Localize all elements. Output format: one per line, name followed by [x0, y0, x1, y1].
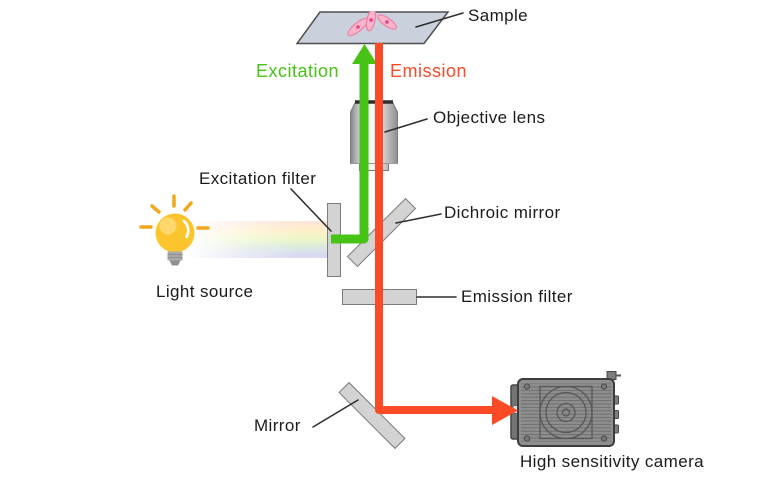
excitation-filter-label: Excitation filter — [199, 169, 317, 188]
camera-screws — [523, 383, 608, 442]
camera-icon — [510, 371, 621, 447]
callout-lines — [290, 12, 464, 428]
sample-slide — [296, 11, 450, 45]
objective-callout-line — [384, 118, 428, 133]
bulb-base — [167, 251, 183, 261]
bulb-highlight — [159, 217, 177, 235]
bulb-shine — [182, 219, 190, 239]
camera-fan — [539, 385, 593, 440]
light-bulb-icon — [139, 194, 210, 266]
excitation-filter-callout-line — [290, 188, 332, 232]
bulb-tip — [169, 260, 181, 266]
sample-callout-line — [415, 12, 464, 28]
excitation-beam-path — [331, 63, 369, 244]
sample-label: Sample — [468, 6, 529, 25]
light-source-label: Light source — [156, 282, 254, 301]
dichroic-mirror-label: Dichroic mirror — [444, 203, 561, 222]
objective-lens-label: Objective lens — [433, 108, 546, 127]
camera-label: High sensitivity camera — [520, 452, 704, 471]
emission-filter-label: Emission filter — [461, 287, 573, 306]
mirror-label: Mirror — [254, 416, 301, 435]
dichroic-callout-line — [395, 213, 442, 224]
emission-beam-path — [375, 43, 492, 414]
bulb-rays — [139, 194, 210, 230]
sample-cells-icon — [347, 11, 397, 37]
emission-arrowhead — [492, 396, 518, 425]
excitation-arrowhead — [352, 44, 377, 64]
emission-label: Emission — [390, 61, 468, 81]
excitation-label: Excitation — [256, 61, 340, 81]
white-light-beam — [190, 221, 330, 258]
mirror-callout-line — [312, 399, 359, 428]
